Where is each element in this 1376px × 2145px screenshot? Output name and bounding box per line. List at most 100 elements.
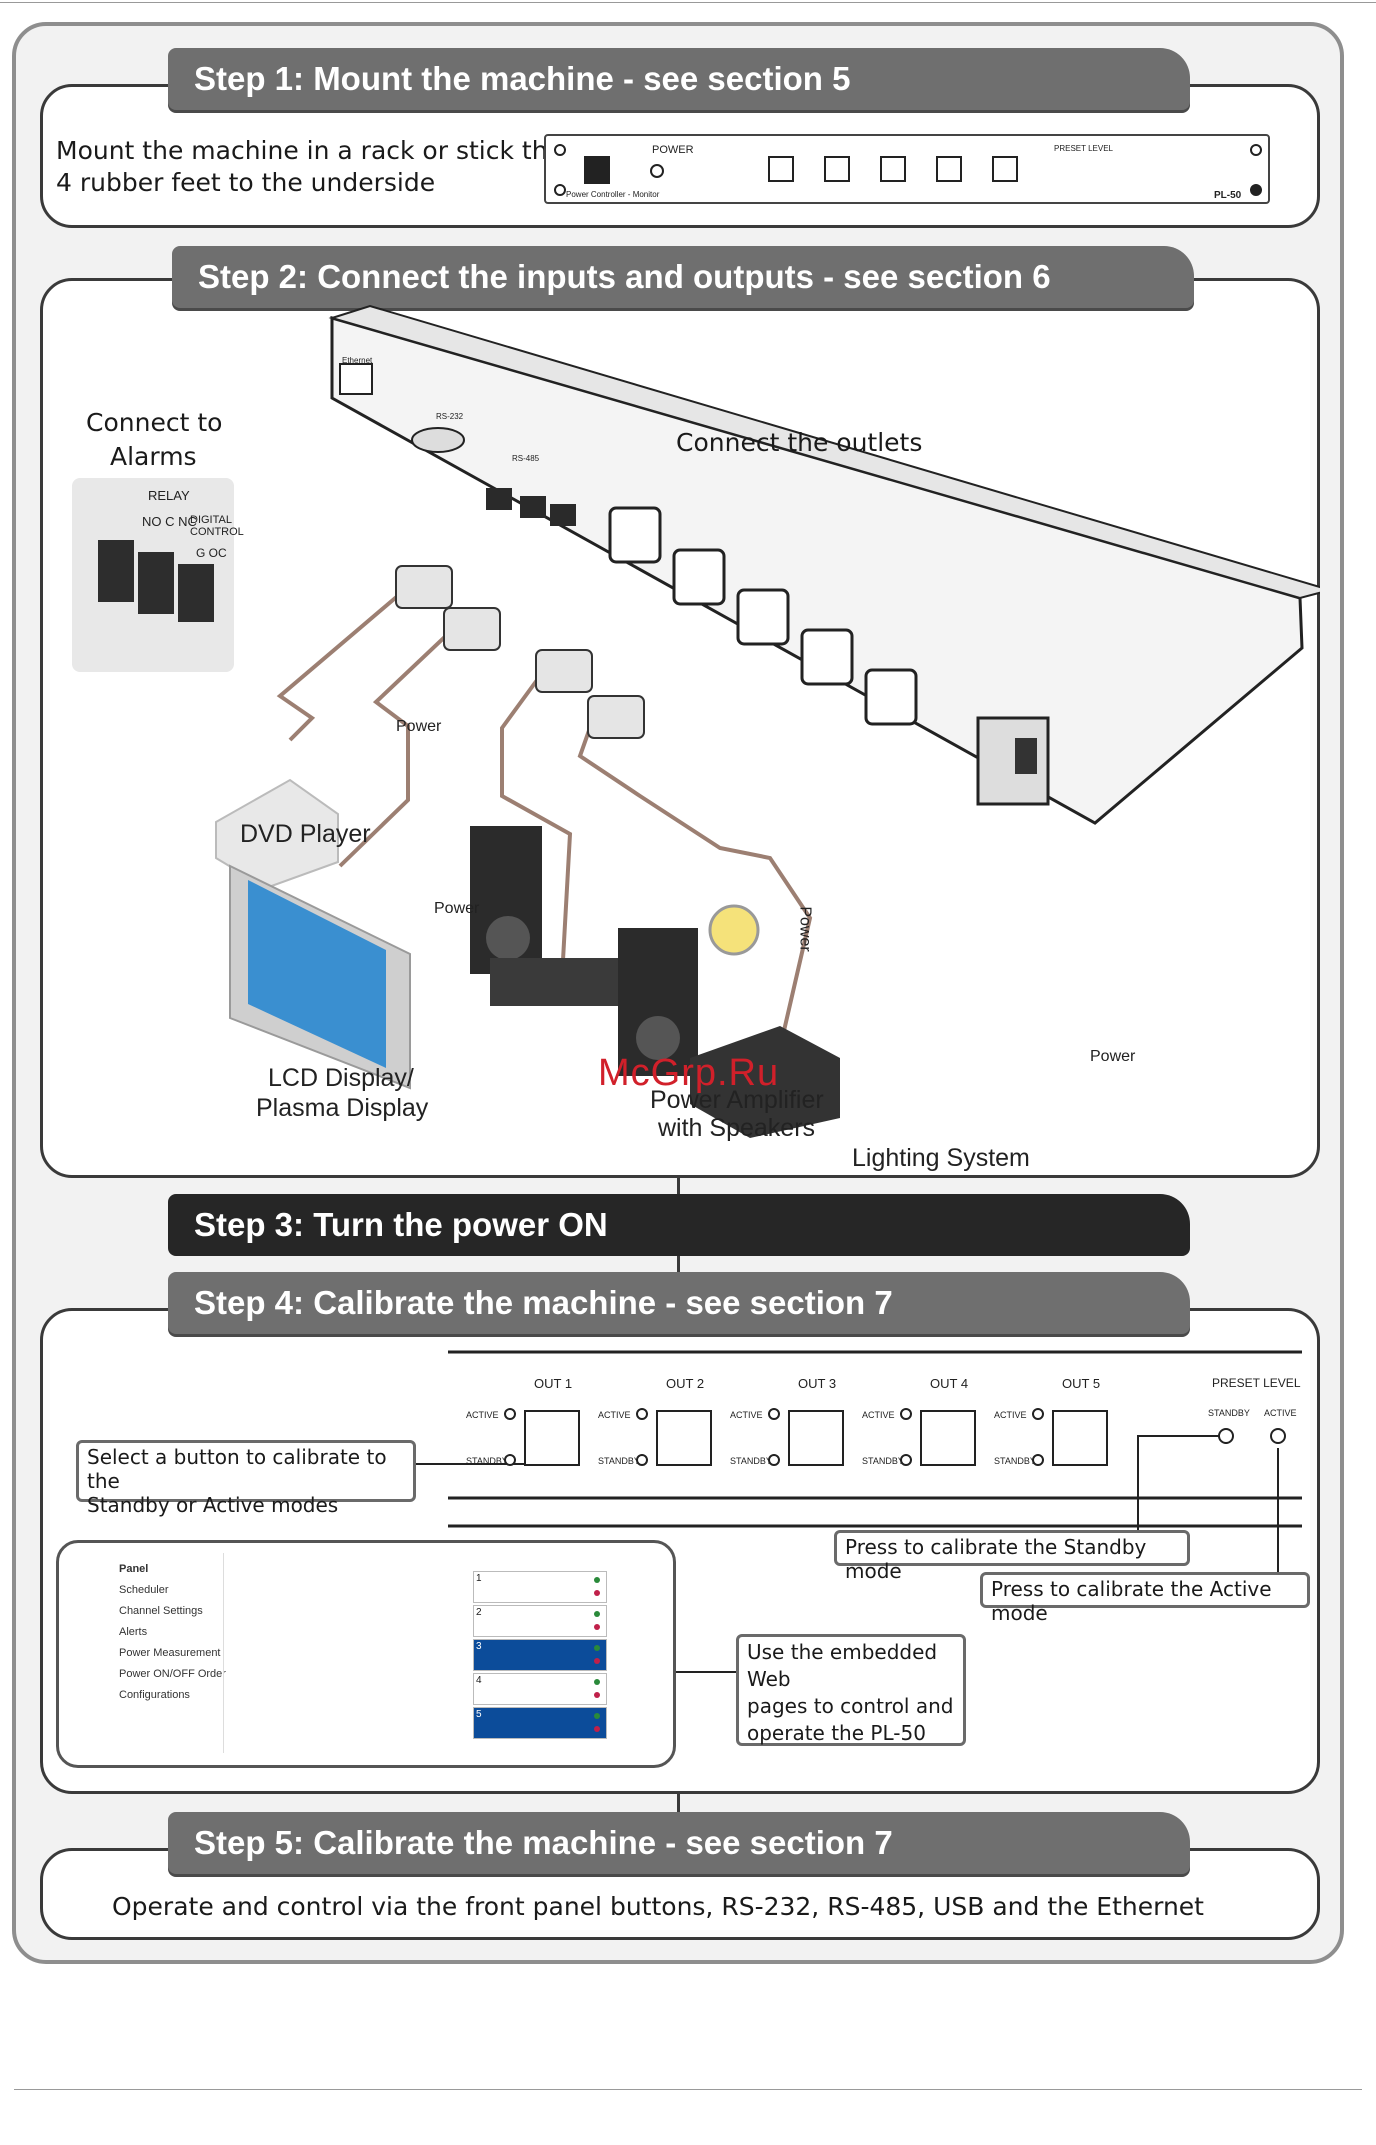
pl50-top-surface xyxy=(328,304,1320,600)
active-led-icon xyxy=(1032,1408,1044,1420)
step2-banner: Step 2: Connect the inputs and outputs -… xyxy=(172,246,1194,308)
active-indicator-icon xyxy=(594,1679,600,1685)
relay-pins-label: NO C NC xyxy=(142,514,197,529)
connection-diagram xyxy=(72,304,1320,1138)
web-channel-row[interactable]: 3 xyxy=(473,1639,607,1671)
web-pages-callout: Use the embedded Web pages to control an… xyxy=(736,1634,966,1746)
out-button-1[interactable] xyxy=(524,1410,580,1466)
digital-pins-label: G OC xyxy=(196,546,227,560)
web-menu-item[interactable]: Channel Settings xyxy=(119,1605,203,1617)
web-callout-line1: Use the embedded Web xyxy=(747,1640,938,1691)
standby-indicator-icon xyxy=(594,1658,600,1664)
out-label: OUT 5 xyxy=(1062,1376,1101,1391)
out-button-5[interactable] xyxy=(1052,1410,1108,1466)
front-panel-illustration: POWER PRESET LEVEL Power Controller - Mo… xyxy=(544,134,1270,204)
standby-indicator-icon xyxy=(594,1624,600,1630)
out5-button[interactable] xyxy=(992,156,1018,182)
web-menu-item[interactable]: Power Measurement xyxy=(119,1647,221,1659)
lcd-screen xyxy=(248,880,386,1068)
dvd-player-label: DVD Player xyxy=(240,820,371,848)
power-button[interactable] xyxy=(650,164,664,178)
preset-standby-label: STANDBY xyxy=(1208,1408,1250,1418)
panel-caption: Power Controller - Monitor xyxy=(566,190,660,199)
out1-button[interactable] xyxy=(768,156,794,182)
out-button-3[interactable] xyxy=(788,1410,844,1466)
alarm-terminal-icon xyxy=(98,540,214,622)
active-indicator-icon xyxy=(594,1611,600,1617)
lamp-icon xyxy=(708,904,760,956)
preset-level-label: PRESET LEVEL xyxy=(1054,144,1113,153)
step5-text: Operate and control via the front panel … xyxy=(112,1892,1204,1921)
standby-calibrate-callout: Press to calibrate the Standby mode xyxy=(834,1530,1190,1583)
amplifier-label-line1: Power Amplifier xyxy=(650,1086,824,1114)
standby-indicator-icon xyxy=(594,1726,600,1732)
alarms-label-line1: Connect to xyxy=(86,408,223,437)
ethernet-port xyxy=(339,363,373,395)
bottom-rule xyxy=(14,2089,1362,2090)
web-channel-row[interactable]: 5 xyxy=(473,1707,607,1739)
outlet-1 xyxy=(608,506,662,564)
select-callout-line1: Select a button to calibrate to the xyxy=(87,1445,387,1493)
out-button-4[interactable] xyxy=(920,1410,976,1466)
cable-dvd xyxy=(276,592,402,742)
standby-led-icon xyxy=(504,1454,516,1466)
preset-active-button[interactable] xyxy=(1270,1428,1286,1444)
terminal-block xyxy=(550,504,576,526)
rs232-port xyxy=(411,427,465,453)
active-label: ACTIVE xyxy=(466,1410,499,1420)
out-label: OUT 4 xyxy=(930,1376,969,1391)
rs232-port-label: RS-232 xyxy=(436,412,464,421)
active-calibrate-callout: Press to calibrate the Active mode xyxy=(980,1572,1310,1625)
power-label-lighting: Power xyxy=(1090,1048,1136,1065)
web-menu-item[interactable]: Power ON/OFF Order xyxy=(119,1668,226,1680)
out2-button[interactable] xyxy=(824,156,850,182)
standby-led-icon xyxy=(768,1454,780,1466)
out-label: OUT 2 xyxy=(666,1376,705,1391)
step4-banner: Step 4: Calibrate the machine - see sect… xyxy=(168,1272,1190,1334)
standby-label: STANDBY xyxy=(466,1456,508,1466)
out-label: OUT 1 xyxy=(534,1376,573,1391)
step-connector xyxy=(677,1178,680,1194)
standby-led-icon xyxy=(1032,1454,1044,1466)
plug-icons xyxy=(395,565,645,739)
ac-outlets xyxy=(608,506,918,726)
step1-text-line2: 4 rubber feet to the underside xyxy=(56,168,436,197)
standby-label: STANDBY xyxy=(862,1456,904,1466)
web-menu-item[interactable]: Scheduler xyxy=(119,1584,169,1596)
web-channel-number: 2 xyxy=(476,1607,482,1618)
screw-icon xyxy=(1250,144,1262,156)
active-label: ACTIVE xyxy=(994,1410,1027,1420)
active-indicator-icon xyxy=(594,1645,600,1651)
active-led-icon xyxy=(900,1408,912,1420)
web-menu-item[interactable]: Alerts xyxy=(119,1626,148,1638)
power-label-amp: Power xyxy=(796,906,814,952)
web-channel-row[interactable]: 1 xyxy=(473,1571,607,1603)
out-button-2[interactable] xyxy=(656,1410,712,1466)
rs485-port-label: RS-485 xyxy=(512,454,540,463)
active-indicator-icon xyxy=(594,1713,600,1719)
power-switch xyxy=(1015,738,1037,774)
web-menu-item[interactable]: Configurations xyxy=(119,1689,190,1701)
standby-label: STANDBY xyxy=(730,1456,772,1466)
cable-amp xyxy=(500,674,573,979)
model-label: PL-50 xyxy=(1214,190,1242,201)
standby-label: STANDBY xyxy=(994,1456,1036,1466)
active-label: ACTIVE xyxy=(730,1410,763,1420)
standby-indicator-icon xyxy=(594,1590,600,1596)
web-menu-item[interactable]: Panel xyxy=(119,1563,149,1575)
step1-banner: Step 1: Mount the machine - see section … xyxy=(168,48,1190,110)
preset-standby-button[interactable] xyxy=(1218,1428,1234,1444)
out4-button[interactable] xyxy=(936,156,962,182)
cable-lcd xyxy=(338,630,452,868)
active-indicator-icon xyxy=(594,1577,600,1583)
select-callout-line2: Standby or Active modes xyxy=(87,1493,339,1517)
active-label: ACTIVE xyxy=(598,1410,631,1420)
step5-banner: Step 5: Calibrate the machine - see sect… xyxy=(168,1812,1190,1874)
web-channel-row[interactable]: 2 xyxy=(473,1605,607,1637)
lighting-controller-icon xyxy=(690,1026,840,1138)
ethernet-port-label: Ethernet xyxy=(342,356,373,365)
calibration-diagram xyxy=(414,1350,1302,1673)
top-rule xyxy=(0,2,1376,3)
web-channel-row[interactable]: 4 xyxy=(473,1673,607,1705)
out3-button[interactable] xyxy=(880,156,906,182)
